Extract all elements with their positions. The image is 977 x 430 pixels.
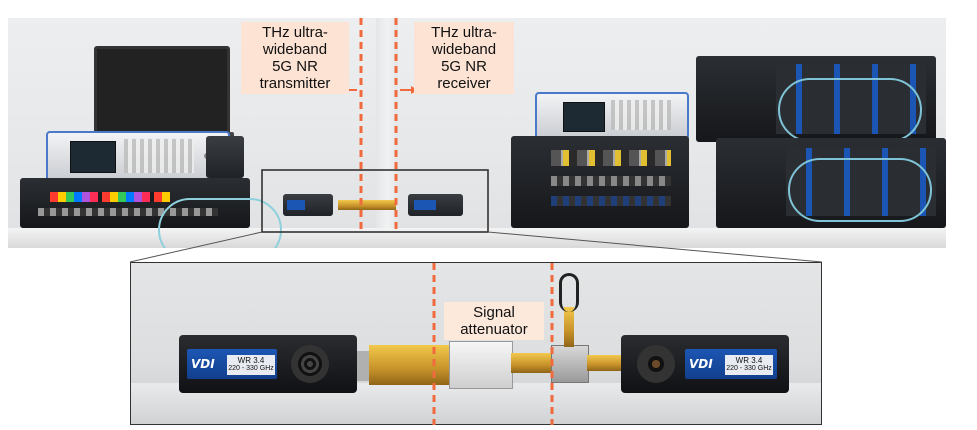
coax-cable <box>559 273 579 312</box>
waveguide-section-rx <box>587 355 621 371</box>
lab-table <box>8 228 946 248</box>
range-right: 220 - 330 GHz <box>726 365 772 372</box>
waveguide-section-right <box>511 353 551 373</box>
vdi-label-left: VDI WR 3.4 220 - 330 GHz <box>187 349 277 379</box>
rx-module-thumb <box>408 194 463 216</box>
cable <box>778 78 922 142</box>
wall-seam <box>376 18 398 248</box>
vdi-label-right: VDI WR 3.4 220 - 330 GHz <box>685 349 777 379</box>
vdi-logo-left: VDI <box>191 357 215 371</box>
cable <box>788 158 932 222</box>
attenuator-label: Signal attenuator <box>444 302 544 340</box>
attenuator-body <box>449 341 513 389</box>
awg-chassis-left <box>20 178 250 228</box>
oscilloscope-chassis <box>511 136 689 228</box>
receiver-label: THz ultra- wideband 5G NR receiver <box>414 22 514 94</box>
vdi-module-right: VDI WR 3.4 220 - 330 GHz <box>621 335 789 393</box>
waveguide-flange <box>357 351 369 381</box>
tx-module-thumb <box>283 194 333 216</box>
vertical-feed <box>564 307 574 347</box>
band-right: WR 3.4 <box>735 356 763 365</box>
transmitter-label: THz ultra- wideband 5G NR transmitter <box>241 22 349 94</box>
tuner-body <box>551 345 589 383</box>
vdi-module-left: VDI WR 3.4 220 - 330 GHz <box>179 335 357 393</box>
waveguide-section-left <box>369 345 449 385</box>
band-left: WR 3.4 <box>237 356 265 365</box>
signal-generator-right <box>535 92 689 140</box>
fan-grille-right <box>637 345 675 383</box>
aux-instrument <box>206 136 244 178</box>
signal-generator-left <box>46 131 230 183</box>
attenuator-thumb <box>338 200 396 210</box>
cable <box>158 198 282 248</box>
range-left: 220 - 330 GHz <box>228 365 274 372</box>
vdi-logo-right: VDI <box>689 357 713 371</box>
zoom-photo: VDI WR 3.4 220 - 330 GHz VDI WR 3.4 <box>130 262 822 425</box>
fan-grille-left <box>291 345 329 383</box>
